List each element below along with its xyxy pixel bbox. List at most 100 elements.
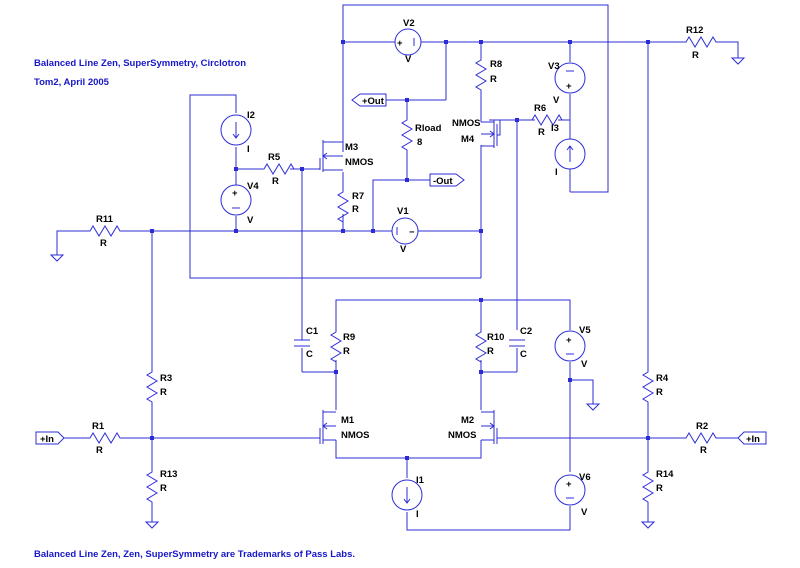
resistor-rload[interactable] (401, 113, 413, 157)
capacitor-c2[interactable] (509, 339, 525, 347)
voltage-source-v4[interactable]: + (220, 184, 252, 216)
label-r11-name: R11 (96, 214, 114, 225)
port-in-right[interactable]: +In (737, 431, 767, 445)
schematic-title: Balanced Line Zen, SuperSymmetry, Circlo… (34, 58, 246, 69)
label-r14-value: R (656, 483, 663, 494)
resistor-r7[interactable] (337, 185, 349, 229)
resistor-r1[interactable] (83, 432, 127, 444)
label-i3-value: I (555, 167, 558, 178)
label-c2-value: C (520, 349, 527, 360)
svg-text:+: + (566, 335, 572, 346)
resistor-r3[interactable] (146, 365, 158, 409)
port-in-right-label: +In (746, 434, 760, 445)
label-r13-name: R13 (160, 469, 177, 480)
resistor-r13[interactable] (146, 465, 158, 509)
label-v4-name: V4 (247, 181, 259, 192)
resistor-r2[interactable] (679, 432, 723, 444)
capacitor-c1[interactable] (294, 336, 310, 347)
label-r14-name: R14 (656, 469, 674, 480)
label-v6-name: V6 (579, 472, 591, 483)
current-source-i3[interactable] (554, 138, 586, 170)
current-source-i1[interactable] (391, 479, 423, 511)
resistor-r4[interactable] (642, 365, 654, 409)
ground-icon (50, 248, 64, 262)
ground-icon (586, 397, 600, 411)
label-v2-value: V (405, 54, 412, 65)
resistor-r9[interactable] (330, 325, 342, 369)
label-i2-name: I2 (247, 110, 255, 121)
port-in-left-label: +In (40, 434, 54, 445)
label-m2-name: M2 (461, 415, 474, 426)
label-v2-name: V2 (403, 18, 415, 29)
port-out-neg[interactable]: -Out (429, 173, 465, 187)
port-out-pos[interactable]: +Out (351, 93, 387, 107)
trademark-note: Balanced Line Zen, Zen, SuperSymmetry ar… (34, 549, 355, 560)
label-r10-name: R10 (487, 332, 504, 343)
label-r12-name: R12 (686, 25, 703, 36)
label-r13-value: R (160, 483, 167, 494)
label-v1-name: V1 (397, 206, 409, 217)
label-r1-value: R (96, 445, 103, 456)
junctions (150, 40, 650, 460)
svg-text:−: − (409, 227, 415, 238)
label-m1-value: NMOS (341, 430, 370, 441)
label-rload-name: Rload (415, 123, 442, 134)
label-r6-value: R (538, 127, 545, 138)
label-m2-value: NMOS (448, 430, 477, 441)
label-v5-value: V (581, 359, 588, 370)
label-m3-name: M3 (345, 142, 358, 153)
label-r6-name: R6 (534, 103, 546, 114)
ground-icon (145, 515, 159, 529)
resistor-r5[interactable] (257, 163, 301, 175)
resistor-r14[interactable] (642, 465, 654, 509)
label-v1-value: V (400, 244, 407, 255)
voltage-source-v5[interactable]: + (554, 330, 586, 362)
ground-icon (731, 51, 745, 65)
label-r5-name: R5 (268, 152, 281, 163)
resistor-r10[interactable] (475, 325, 487, 369)
label-r8-name: R8 (490, 59, 502, 70)
label-m4-value: NMOS (452, 118, 481, 129)
label-r9-name: R9 (343, 332, 355, 343)
resistor-r12[interactable] (679, 36, 723, 48)
label-v6-value: V (581, 507, 588, 518)
label-r10-value: R (487, 346, 494, 357)
mosfet-m3[interactable] (319, 135, 344, 172)
label-i2-value: I (247, 144, 250, 155)
voltage-source-v2[interactable]: + (394, 28, 422, 56)
voltage-source-v3[interactable]: + (554, 62, 586, 94)
label-r7-name: R7 (352, 191, 364, 202)
label-r4-name: R4 (656, 373, 669, 384)
label-v3-value: V (553, 95, 560, 106)
label-r3-name: R3 (160, 373, 172, 384)
svg-text:+: + (566, 479, 572, 490)
current-source-i2[interactable] (220, 114, 252, 146)
label-r5-value: R (272, 176, 279, 187)
mosfet-m1[interactable] (319, 410, 336, 444)
component-labels: V2 V V1 V V3 V V4 V V5 V V6 V I2 I I3 I … (92, 18, 708, 520)
label-v3-name: V3 (548, 61, 560, 72)
label-r3-value: R (160, 387, 167, 398)
svg-text:+: + (232, 188, 238, 199)
mosfet-m4[interactable] (481, 120, 498, 148)
label-r9-value: R (343, 346, 350, 357)
resistor-r8[interactable] (475, 53, 487, 97)
svg-text:+: + (397, 38, 403, 49)
label-v4-value: V (247, 215, 254, 226)
label-m4-name: M4 (461, 134, 475, 145)
port-out-pos-label: +Out (362, 96, 385, 107)
svg-text:+: + (566, 81, 572, 92)
label-r12-value: R (692, 50, 699, 61)
voltage-source-v6[interactable]: + (554, 474, 586, 506)
schematic-author: Tom2, April 2005 (34, 77, 110, 88)
port-in-left[interactable]: +In (35, 431, 65, 445)
label-i1-name: I1 (416, 475, 425, 486)
label-c1-value: C (306, 349, 313, 360)
resistor-r6[interactable] (525, 114, 569, 126)
label-r4-value: R (656, 387, 663, 398)
voltage-source-v1[interactable]: − (391, 217, 419, 245)
mosfet-m2[interactable] (481, 410, 498, 444)
resistor-r11[interactable] (83, 225, 127, 237)
label-r11-value: R (100, 238, 107, 249)
